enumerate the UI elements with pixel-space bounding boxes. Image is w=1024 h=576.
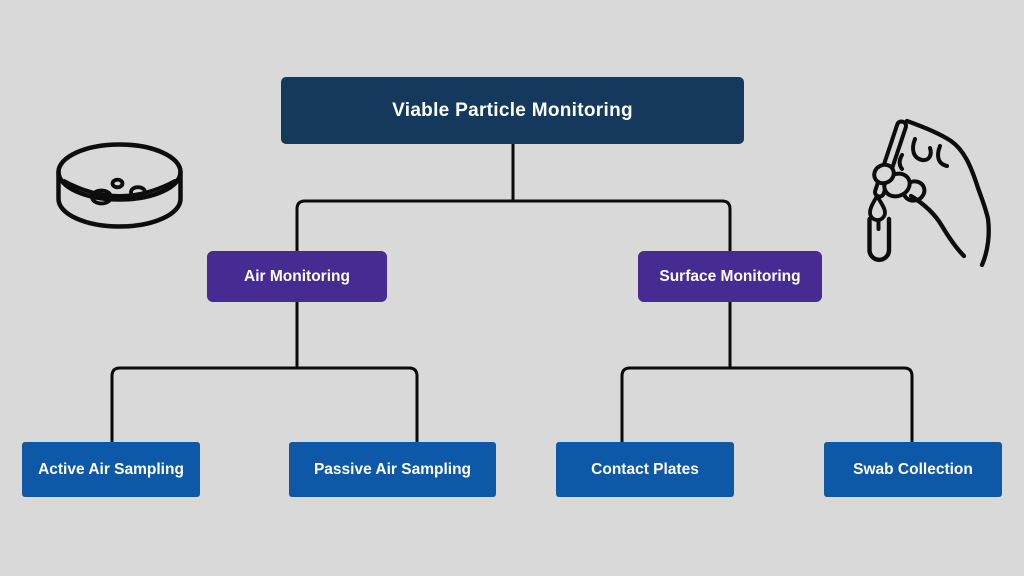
node-swab-collection: Swab Collection (824, 442, 1002, 497)
node-viable-particle-monitoring: Viable Particle Monitoring (281, 77, 744, 144)
petri-dish-icon (56, 142, 183, 229)
hand-dropper-test-tube-icon (867, 118, 991, 268)
connector-lines (110, 144, 914, 443)
node-surface-monitoring: Surface Monitoring (638, 251, 822, 302)
node-active-air-sampling: Active Air Sampling (22, 442, 200, 497)
node-passive-air-sampling: Passive Air Sampling (289, 442, 496, 497)
node-air-monitoring: Air Monitoring (207, 251, 387, 302)
node-contact-plates: Contact Plates (556, 442, 734, 497)
